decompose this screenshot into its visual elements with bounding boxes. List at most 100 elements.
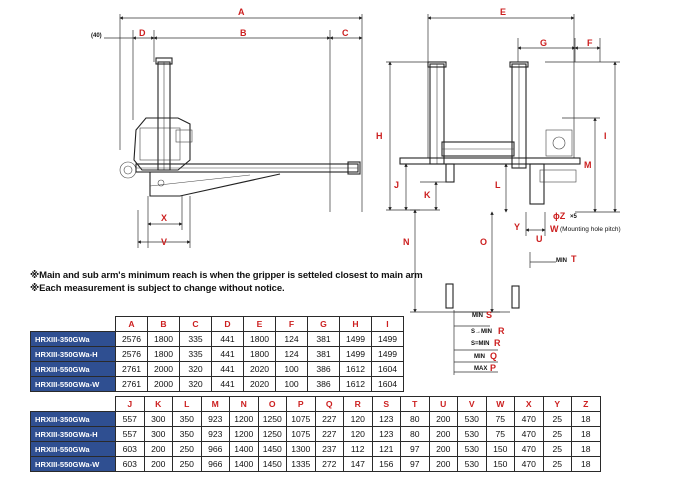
column-header-s: S bbox=[371, 396, 401, 412]
dim-s-label: S bbox=[486, 310, 492, 320]
dim-p-label: P bbox=[490, 363, 496, 373]
model-name-cell: HRXIII-550GWa bbox=[30, 361, 116, 377]
column-header-j: J bbox=[115, 396, 145, 412]
value-cell: 112 bbox=[343, 441, 373, 457]
dim-m-label: M bbox=[584, 160, 592, 170]
value-cell: 1200 bbox=[229, 411, 259, 427]
column-header-k: K bbox=[143, 396, 173, 412]
dim-paren-label: (40) bbox=[91, 33, 102, 39]
dim-q-label: Q bbox=[490, 351, 497, 361]
column-header-q: Q bbox=[314, 396, 344, 412]
value-cell: 335 bbox=[179, 346, 212, 362]
value-cell: 1250 bbox=[257, 411, 287, 427]
value-cell: 25 bbox=[542, 426, 572, 442]
column-header-z: Z bbox=[571, 396, 601, 412]
value-cell: 1450 bbox=[257, 456, 287, 472]
column-header-h: H bbox=[339, 316, 372, 332]
column-header-l: L bbox=[172, 396, 202, 412]
value-cell: 1499 bbox=[371, 346, 404, 362]
min-t-prefix: MIN bbox=[556, 258, 567, 264]
dim-g-label: G bbox=[540, 38, 547, 48]
value-cell: 1400 bbox=[229, 456, 259, 472]
value-cell: 123 bbox=[371, 411, 401, 427]
dim-a-label: A bbox=[238, 7, 245, 17]
value-cell: 121 bbox=[371, 441, 401, 457]
column-header-d: D bbox=[211, 316, 244, 332]
value-cell: 923 bbox=[200, 411, 230, 427]
value-cell: 557 bbox=[115, 411, 145, 427]
s-min-r-prefix: S→MIN bbox=[471, 329, 492, 335]
column-header-m: M bbox=[200, 396, 230, 412]
dim-k-label: K bbox=[424, 190, 431, 200]
column-header-x: X bbox=[514, 396, 544, 412]
value-cell: 123 bbox=[371, 426, 401, 442]
value-cell: 530 bbox=[457, 426, 487, 442]
value-cell: 386 bbox=[307, 376, 340, 392]
value-cell: 603 bbox=[115, 456, 145, 472]
value-cell: 97 bbox=[400, 456, 430, 472]
model-name-cell: HRXIII-350GWa bbox=[30, 331, 116, 347]
value-cell: 1800 bbox=[147, 331, 180, 347]
value-cell: 80 bbox=[400, 426, 430, 442]
front-view: E G F H I M bbox=[376, 7, 621, 375]
model-name-cell: HRXIII-350GWa-H bbox=[30, 346, 116, 362]
value-cell: 200 bbox=[428, 411, 458, 427]
value-cell: 2020 bbox=[243, 361, 276, 377]
dim-z-times: ×5 bbox=[570, 214, 578, 220]
value-cell: 200 bbox=[428, 426, 458, 442]
dim-h-label: H bbox=[376, 131, 383, 141]
dim-u-label: U bbox=[536, 234, 543, 244]
dim-b-label: B bbox=[240, 28, 247, 38]
value-cell: 18 bbox=[571, 441, 601, 457]
value-cell: 227 bbox=[314, 426, 344, 442]
dim-x-label: X bbox=[161, 213, 167, 223]
value-cell: 1800 bbox=[243, 331, 276, 347]
column-header-e: E bbox=[243, 316, 276, 332]
value-cell: 97 bbox=[400, 441, 430, 457]
value-cell: 227 bbox=[314, 411, 344, 427]
value-cell: 124 bbox=[275, 346, 308, 362]
value-cell: 966 bbox=[200, 441, 230, 457]
value-cell: 250 bbox=[172, 456, 202, 472]
column-header-w: W bbox=[485, 396, 515, 412]
value-cell: 124 bbox=[275, 331, 308, 347]
value-cell: 300 bbox=[143, 426, 173, 442]
model-name-cell: HRXIII-350GWa bbox=[30, 411, 116, 427]
value-cell: 1612 bbox=[339, 361, 372, 377]
value-cell: 2576 bbox=[115, 331, 148, 347]
gripper-detail-right bbox=[511, 285, 520, 309]
notes: ※Main and sub arm's minimum reach is whe… bbox=[30, 269, 423, 295]
value-cell: 966 bbox=[200, 456, 230, 472]
note-minimum-reach: ※Main and sub arm's minimum reach is whe… bbox=[30, 270, 423, 281]
value-cell: 530 bbox=[457, 411, 487, 427]
model-name-cell: HRXIII-550GWa-W bbox=[30, 456, 116, 472]
value-cell: 1250 bbox=[257, 426, 287, 442]
value-cell: 1499 bbox=[371, 331, 404, 347]
dim-j-label: J bbox=[394, 180, 399, 190]
dim-y-label: Y bbox=[514, 222, 520, 232]
value-cell: 2020 bbox=[243, 376, 276, 392]
table-corner bbox=[31, 397, 116, 412]
value-cell: 100 bbox=[275, 376, 308, 392]
dim-n-label: N bbox=[403, 237, 410, 247]
column-header-f: F bbox=[275, 316, 308, 332]
value-cell: 147 bbox=[343, 456, 373, 472]
value-cell: 272 bbox=[314, 456, 344, 472]
min-s-prefix: MIN bbox=[472, 313, 483, 319]
value-cell: 100 bbox=[275, 361, 308, 377]
value-cell: 320 bbox=[179, 361, 212, 377]
dim-r-label: R bbox=[498, 326, 505, 336]
value-cell: 300 bbox=[143, 411, 173, 427]
value-cell: 200 bbox=[428, 441, 458, 457]
max-p-prefix: MAX bbox=[474, 366, 487, 372]
value-cell: 530 bbox=[457, 456, 487, 472]
gripper-detail-left bbox=[445, 283, 454, 309]
dim-o-label: O bbox=[480, 237, 487, 247]
value-cell: 200 bbox=[143, 456, 173, 472]
